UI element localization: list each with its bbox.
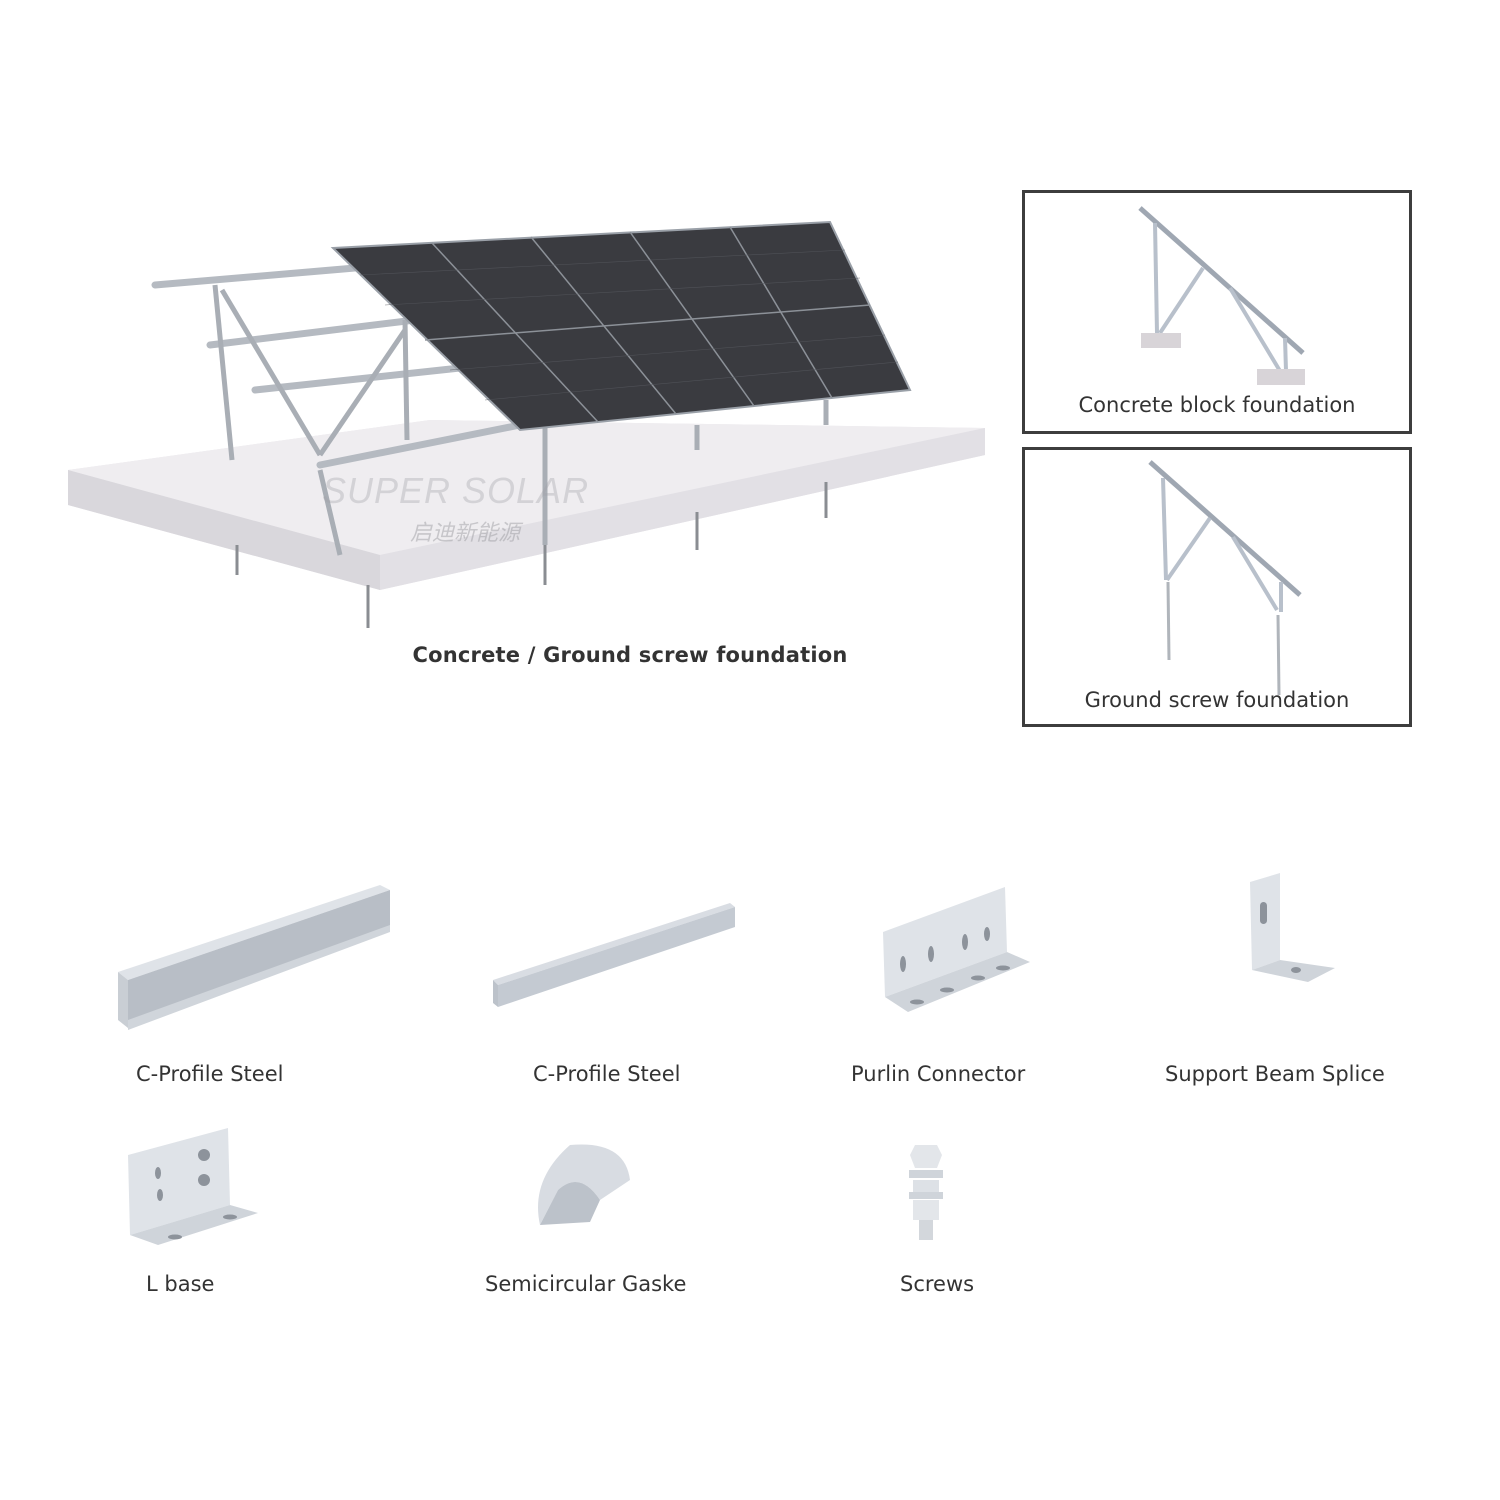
watermark-brand: SUPER SOLAR	[322, 470, 590, 511]
watermark-sub: 启迪新能源	[410, 521, 521, 546]
inset-ground-screw: Ground screw foundation	[1022, 447, 1412, 727]
c-profile-steel-large-image	[118, 885, 390, 1030]
part-label-support-beam-splice: Support Beam Splice	[1165, 1062, 1385, 1086]
main-caption: Concrete / Ground screw foundation	[412, 643, 848, 667]
ground-mount-solar-array-illustration	[68, 220, 985, 628]
inset-caption-ground-screw: Ground screw foundation	[1084, 688, 1350, 712]
purlin-connector-image	[883, 887, 1030, 1012]
part-label-semicircular-gasket: Semicircular Gaske	[485, 1272, 687, 1296]
concrete-block-frame-diagram	[1138, 206, 1305, 385]
part-label-l-base: L base	[146, 1272, 215, 1296]
ground-screw-frame-diagram	[1148, 460, 1302, 696]
part-label-screws: Screws	[900, 1272, 975, 1296]
semicircular-gasket-image	[538, 1144, 630, 1225]
part-label-c-profile-steel-2: C-Profile Steel	[533, 1062, 681, 1086]
main-illustration: SUPER SOLAR 启迪新能源	[60, 220, 1000, 640]
inset-caption-concrete-block: Concrete block foundation	[1078, 393, 1356, 417]
screws-image	[909, 1145, 943, 1240]
part-label-c-profile-steel-1: C-Profile Steel	[136, 1062, 284, 1086]
l-base-image	[128, 1128, 258, 1245]
c-profile-steel-small-image	[493, 903, 735, 1007]
part-label-purlin-connector: Purlin Connector	[851, 1062, 1026, 1086]
support-beam-splice-image	[1250, 873, 1335, 982]
inset-concrete-block: Concrete block foundation	[1022, 190, 1412, 434]
